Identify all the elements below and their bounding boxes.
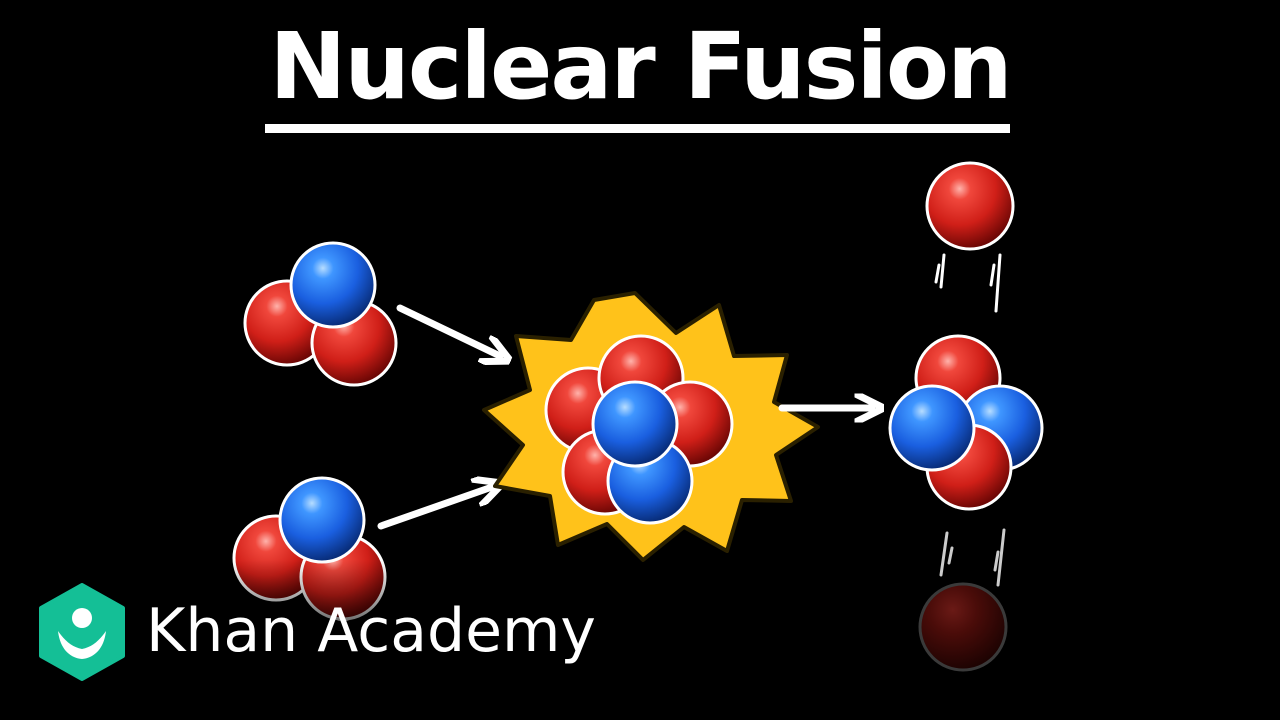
fusing-nucleus (544, 334, 734, 525)
neutron-particle (278, 476, 366, 564)
ejected-neutron (925, 161, 1015, 313)
page-title: Nuclear Fusion (269, 13, 1012, 120)
neutron-particle (888, 384, 976, 472)
arrow-in-bottom (377, 487, 492, 530)
faded-particle (918, 582, 1008, 672)
neutron-particle (591, 380, 679, 468)
neutron-particle (289, 241, 377, 329)
arrow-in-top (396, 304, 500, 356)
deuterium-nucleus (243, 241, 398, 387)
title-underline (265, 124, 1010, 133)
tritium-nucleus (230, 476, 390, 621)
brand-name: Khan Academy (146, 596, 596, 666)
ejected-particle-faded (918, 528, 1008, 672)
khan-academy-logo: Khan Academy (38, 583, 658, 683)
proton-particle (925, 161, 1015, 251)
motion-lines (934, 253, 1002, 313)
helium-nucleus (888, 334, 1044, 511)
motion-lines (939, 528, 1006, 587)
khan-academy-badge-icon (39, 583, 125, 681)
